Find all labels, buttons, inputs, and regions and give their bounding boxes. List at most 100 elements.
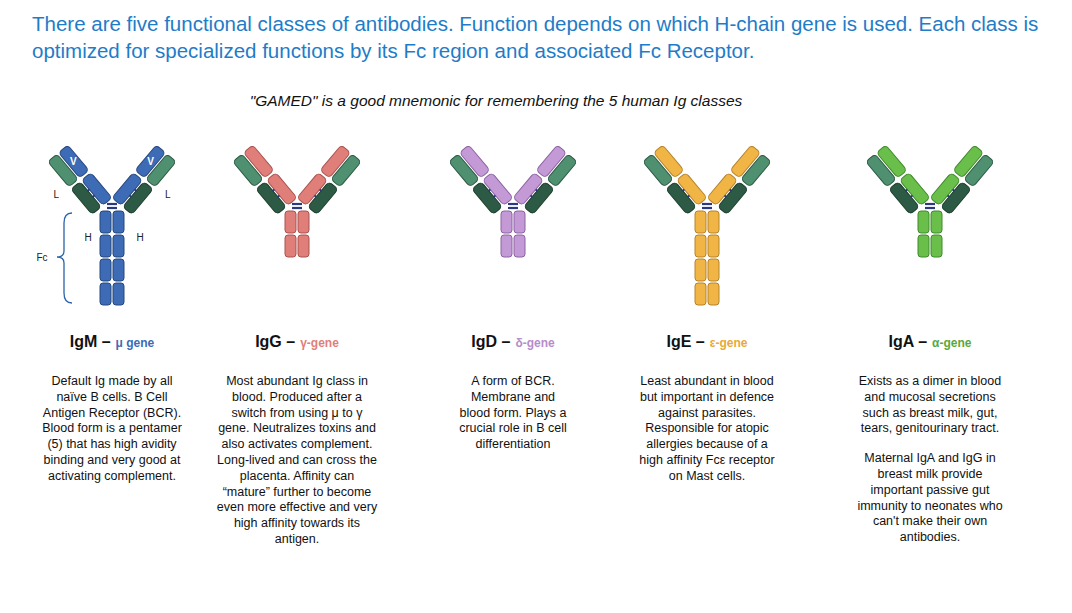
- light-chain-variable-domain: [866, 154, 896, 187]
- hinge-disulfide: [292, 207, 302, 209]
- heavy-chain-constant-domain: [285, 211, 296, 233]
- gene-name: ε-gene: [710, 336, 748, 350]
- disulfide-bond: [489, 189, 491, 190]
- heavy-chain-constant-domain: [113, 211, 124, 233]
- heavy-chain-constant-domain: [113, 235, 124, 257]
- disulfide-bond: [278, 196, 280, 197]
- light-chain-constant-domain: [666, 182, 696, 215]
- fab-arm: [643, 145, 707, 215]
- light-chain-constant-domain: [718, 182, 748, 215]
- heavy-chain-constant-domain: [501, 235, 512, 257]
- heavy-chain-constant-domain: [113, 259, 124, 281]
- heavy-chain-label: H: [136, 232, 143, 243]
- disulfide-bond: [531, 196, 533, 197]
- heavy-chain-constant-domain: [695, 235, 706, 257]
- disulfide-bond: [688, 196, 690, 197]
- class-name: IgE –: [667, 333, 705, 351]
- description-text: Maternal IgA and IgG in breast milk prov…: [856, 451, 1004, 546]
- gene-name: α-gene: [932, 336, 971, 350]
- heavy-chain-constant-domain: [708, 259, 719, 281]
- heavy-chain-constant-domain: [918, 211, 929, 233]
- light-chain-variable-domain: [449, 154, 479, 187]
- light-chain-constant-domain: [123, 182, 153, 215]
- heavy-chain-constant-domain: [695, 283, 706, 305]
- class-description: A form of BCR. Membrane and blood form. …: [458, 374, 568, 467]
- fab-arm: [112, 145, 176, 215]
- page-title: There are five functional classes of ant…: [32, 10, 1042, 64]
- heavy-chain-constant-domain: [298, 211, 309, 233]
- heavy-chain-constant-domain: [100, 211, 111, 233]
- light-chain-constant-domain: [71, 182, 101, 215]
- light-chain-constant-domain: [889, 182, 919, 215]
- heavy-chain-constant-domain: [514, 235, 525, 257]
- heavy-chain-label: H: [84, 232, 91, 243]
- class-heading: IgE – ε-gene: [597, 333, 817, 351]
- light-chain-variable-domain: [48, 154, 78, 187]
- description-text: Most abundant Ig class in blood. Produce…: [215, 374, 380, 548]
- heavy-chain-constant-domain: [695, 211, 706, 233]
- hinge-disulfide: [292, 203, 302, 205]
- light-chain-constant-domain: [524, 182, 554, 215]
- hinge-disulfide: [107, 207, 117, 209]
- class-description: Exists as a dimer in blood and mucosal s…: [856, 374, 1004, 560]
- class-description: Default Ig made by all naïve B cells. B …: [37, 374, 187, 499]
- disulfide-bond: [730, 189, 732, 190]
- description-text: Least abundant in blood but important in…: [637, 374, 777, 485]
- hinge-disulfide: [702, 207, 712, 209]
- class-name: IgM –: [70, 333, 111, 351]
- disulfide-bond: [911, 196, 913, 197]
- disulfide-bond: [906, 189, 908, 190]
- fab-arm: [449, 145, 513, 215]
- disulfide-bond: [135, 189, 137, 190]
- class-description: Least abundant in blood but important in…: [637, 374, 777, 499]
- heavy-chain-constant-domain: [298, 235, 309, 257]
- light-chain-variable-domain: [643, 154, 673, 187]
- disulfide-bond: [320, 189, 322, 190]
- fab-arm: [297, 145, 361, 215]
- gene-name: μ gene: [116, 336, 155, 350]
- light-chain-variable-domain: [964, 154, 994, 187]
- heavy-chain-constant-domain: [708, 211, 719, 233]
- heavy-chain-constant-domain: [113, 283, 124, 305]
- disulfide-bond: [953, 189, 955, 190]
- hinge-disulfide: [925, 203, 935, 205]
- disulfide-bond: [93, 196, 95, 197]
- antibody-figure: [643, 145, 772, 305]
- heavy-chain-constant-domain: [514, 211, 525, 233]
- fab-arm: [233, 145, 297, 215]
- heavy-chain-constant-domain: [100, 283, 111, 305]
- light-chain-variable-domain: [233, 154, 263, 187]
- disulfide-bond: [88, 189, 90, 190]
- light-chain-label: L: [165, 188, 171, 199]
- class-name: IgD –: [471, 333, 510, 351]
- disulfide-bond: [725, 196, 727, 197]
- fc-region-label: Fc: [36, 252, 47, 263]
- description-text: Exists as a dimer in blood and mucosal s…: [856, 374, 1004, 437]
- light-chain-variable-domain: [741, 154, 771, 187]
- heavy-chain-constant-domain: [100, 235, 111, 257]
- light-chain-variable-domain: [146, 154, 176, 187]
- disulfide-bond: [494, 196, 496, 197]
- mnemonic-note: "GAMED" is a good mnemonic for rememberi…: [250, 92, 743, 110]
- antibody-figure: [866, 145, 995, 257]
- heavy-chain-constant-domain: [918, 235, 929, 257]
- heavy-chain-constant-domain: [501, 211, 512, 233]
- antibody-figure: [449, 145, 578, 257]
- hinge-disulfide: [925, 207, 935, 209]
- heavy-chain-constant-domain: [695, 259, 706, 281]
- fc-bracket: [57, 213, 72, 303]
- fab-arm: [707, 145, 771, 215]
- class-heading: IgA –α-gene: [820, 333, 1040, 351]
- gene-name: δ-gene: [515, 336, 554, 350]
- disulfide-bond: [948, 196, 950, 197]
- disulfide-bond: [315, 196, 317, 197]
- class-heading: IgD – δ-gene: [403, 333, 623, 351]
- heavy-chain-constant-domain: [100, 259, 111, 281]
- class-heading: IgM – μ gene: [2, 333, 222, 351]
- fab-arm: [930, 145, 994, 215]
- light-chain-variable-domain: [547, 154, 577, 187]
- light-chain-variable-domain: [331, 154, 361, 187]
- hinge-disulfide: [508, 207, 518, 209]
- light-chain-constant-domain: [308, 182, 338, 215]
